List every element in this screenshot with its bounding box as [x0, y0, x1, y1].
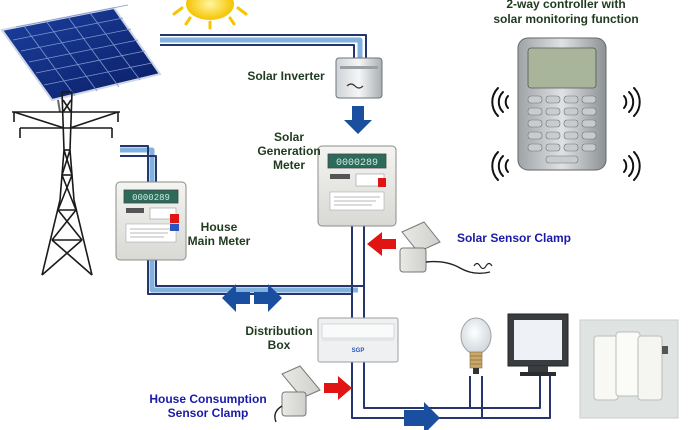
- distribution-line-1: Distribution: [245, 324, 313, 338]
- solar-generation-meter-label: Solar Generation Meter: [254, 130, 324, 172]
- house-main-meter-label: House Main Meter: [184, 220, 254, 248]
- power-flow-down-arrow: [344, 106, 372, 134]
- transmission-tower: [12, 91, 120, 276]
- appliance-flow-arrow: [404, 402, 440, 430]
- solar-gen-line-2: Generation: [257, 144, 321, 158]
- tv-monitor-icon: [507, 313, 569, 376]
- house-meter-display-value: 0000289: [132, 193, 170, 203]
- distribution-box-brand: SGP: [352, 348, 365, 354]
- house-consumption-line-1: House Consumption: [149, 392, 267, 406]
- house-consumption-sensor-clamp: [274, 365, 321, 423]
- distribution-box-label: Distribution Box: [238, 324, 320, 352]
- solar-panel: [0, 4, 162, 113]
- solar-inverter: [335, 57, 383, 99]
- solar-gen-line-3: Meter: [272, 158, 305, 172]
- controller-title-line-1: 2-way controller with: [506, 0, 626, 11]
- solar-sensor-clamp: [399, 221, 493, 275]
- light-bulb-icon: [460, 317, 492, 374]
- house-consumption-line-2: Sensor Clamp: [167, 406, 249, 420]
- smart-plug-product-photo: [579, 319, 679, 419]
- house-meter-line-1: House: [200, 220, 238, 234]
- solar-inverter-label: Solar Inverter: [247, 69, 325, 83]
- solar-meter-display-value: 0000289: [336, 158, 378, 169]
- controller-title: 2-way controller with solar monitoring f…: [476, 0, 656, 27]
- solar-sensor-arrow: [367, 232, 396, 256]
- distribution-line-2: Box: [267, 338, 291, 352]
- solar-gen-line-1: Solar: [273, 130, 304, 144]
- wireless-signal-icon: [491, 87, 641, 181]
- two-way-controller: [517, 37, 607, 171]
- grid-bidirectional-arrow: [222, 284, 282, 312]
- house-consumption-sensor-label: House Consumption Sensor Clamp: [140, 392, 276, 420]
- sun-icon: [172, 0, 248, 30]
- house-meter-line-2: Main Meter: [187, 234, 251, 248]
- solar-sensor-clamp-label: Solar Sensor Clamp: [456, 231, 572, 245]
- distribution-box: SGP: [317, 317, 399, 363]
- house-main-meter: 0000289: [115, 181, 187, 261]
- consumption-sensor-arrow: [324, 376, 352, 400]
- controller-title-line-2: solar monitoring function: [493, 12, 639, 26]
- solar-generation-meter: 0000289: [317, 145, 397, 227]
